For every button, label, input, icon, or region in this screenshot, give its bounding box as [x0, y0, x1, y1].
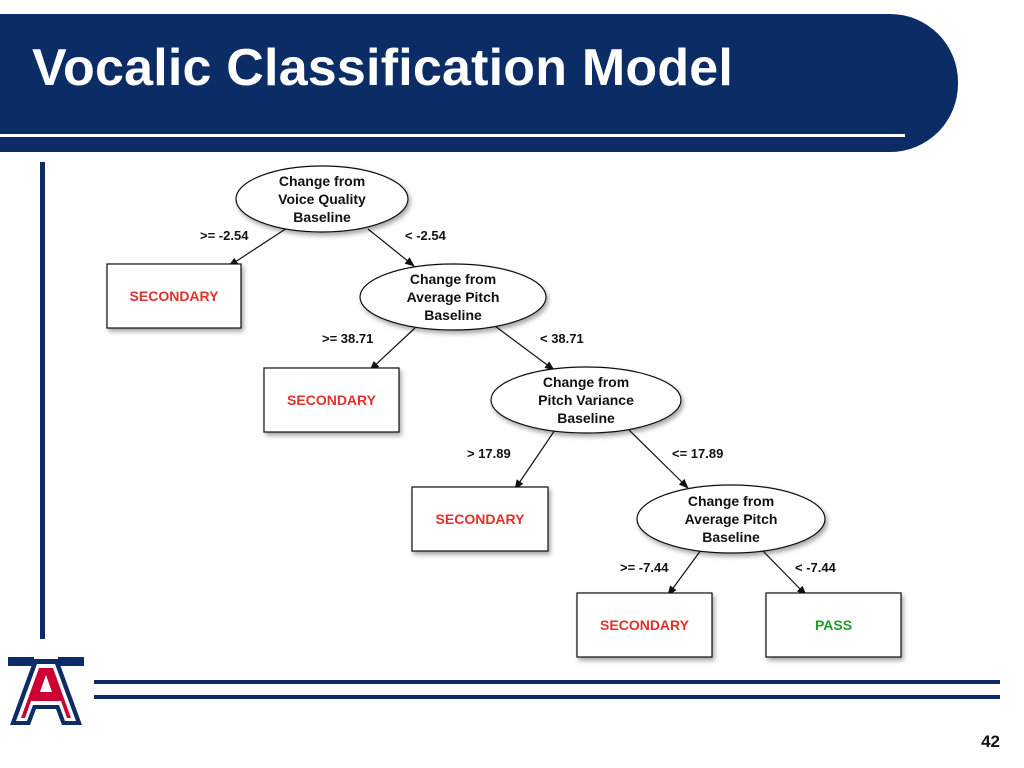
title-underline	[0, 134, 905, 137]
tree-edge-arrow	[761, 549, 807, 596]
decision-node-text: Change from	[688, 493, 774, 509]
title-bar	[0, 14, 958, 152]
leaf-node-secondary: SECONDARY	[263, 367, 400, 433]
edge-condition-label: <= 17.89	[672, 446, 723, 461]
edge-condition-label: > 17.89	[467, 446, 511, 461]
decision-node-text: Average Pitch	[407, 289, 500, 305]
edge-condition-label: >= -7.44	[620, 560, 669, 575]
leaf-node-box	[765, 592, 902, 658]
decision-node-text: Baseline	[293, 209, 351, 225]
decision-node-shape	[490, 366, 682, 434]
footer-line-top	[94, 680, 1000, 684]
edge-condition-label: >= 38.71	[322, 331, 373, 346]
leaf-node-label: SECONDARY	[436, 511, 526, 527]
edges-layer: >= -2.54 < -2.54 >= 38.71 < 38.71 > 17.89 <= …	[200, 227, 837, 596]
leaf-node-box	[106, 263, 242, 329]
edge-condition-label: >= -2.54	[200, 228, 249, 243]
leaf-node-label: PASS	[815, 617, 852, 633]
page-number: 42	[981, 732, 1000, 751]
tree-edge-arrow	[367, 228, 415, 267]
leaf-node-pass: PASS	[765, 592, 902, 658]
tree-edge-arrow	[667, 549, 702, 596]
decision-node-text: Baseline	[702, 529, 760, 545]
leaf-node-label: SECONDARY	[287, 392, 377, 408]
decision-node-text: Voice Quality	[278, 191, 366, 207]
leaf-node-box	[411, 486, 549, 552]
decision-node-text: Change from	[410, 271, 496, 287]
footer-line-bottom	[94, 695, 1000, 699]
leaf-node-secondary: SECONDARY	[576, 592, 713, 658]
university-a-logo-icon	[6, 655, 86, 732]
edge-condition-label: < -7.44	[795, 560, 837, 575]
decision-node-text: Baseline	[424, 307, 482, 323]
decision-node-shape	[636, 484, 826, 554]
slide-title: Vocalic Classification Model	[32, 39, 734, 97]
tree-edge-arrow	[514, 429, 556, 490]
tree-edge-arrow	[228, 227, 288, 267]
leaf-node-label: SECONDARY	[130, 288, 220, 304]
leaf-node-secondary: SECONDARY	[106, 263, 242, 329]
edge-condition-label: < -2.54	[405, 228, 447, 243]
decision-node-text: Change from	[279, 173, 365, 189]
leaf-node-label: SECONDARY	[600, 617, 690, 633]
decision-node-text: Pitch Variance	[538, 392, 634, 408]
left-rule	[40, 162, 45, 639]
decision-node-text: Average Pitch	[685, 511, 778, 527]
leaf-node-box	[576, 592, 713, 658]
tree-edge-arrow	[626, 427, 689, 489]
decision-node-text: Baseline	[557, 410, 615, 426]
decision-node-shape	[359, 263, 547, 331]
tree-edge-arrow	[369, 327, 416, 371]
edge-condition-label: < 38.71	[540, 331, 584, 346]
tree-edge-arrow	[494, 325, 555, 371]
decision-node-text: Change from	[543, 374, 629, 390]
decision-node-shape	[235, 165, 409, 233]
leaf-node-secondary: SECONDARY	[411, 486, 549, 552]
leaf-node-box	[263, 367, 400, 433]
